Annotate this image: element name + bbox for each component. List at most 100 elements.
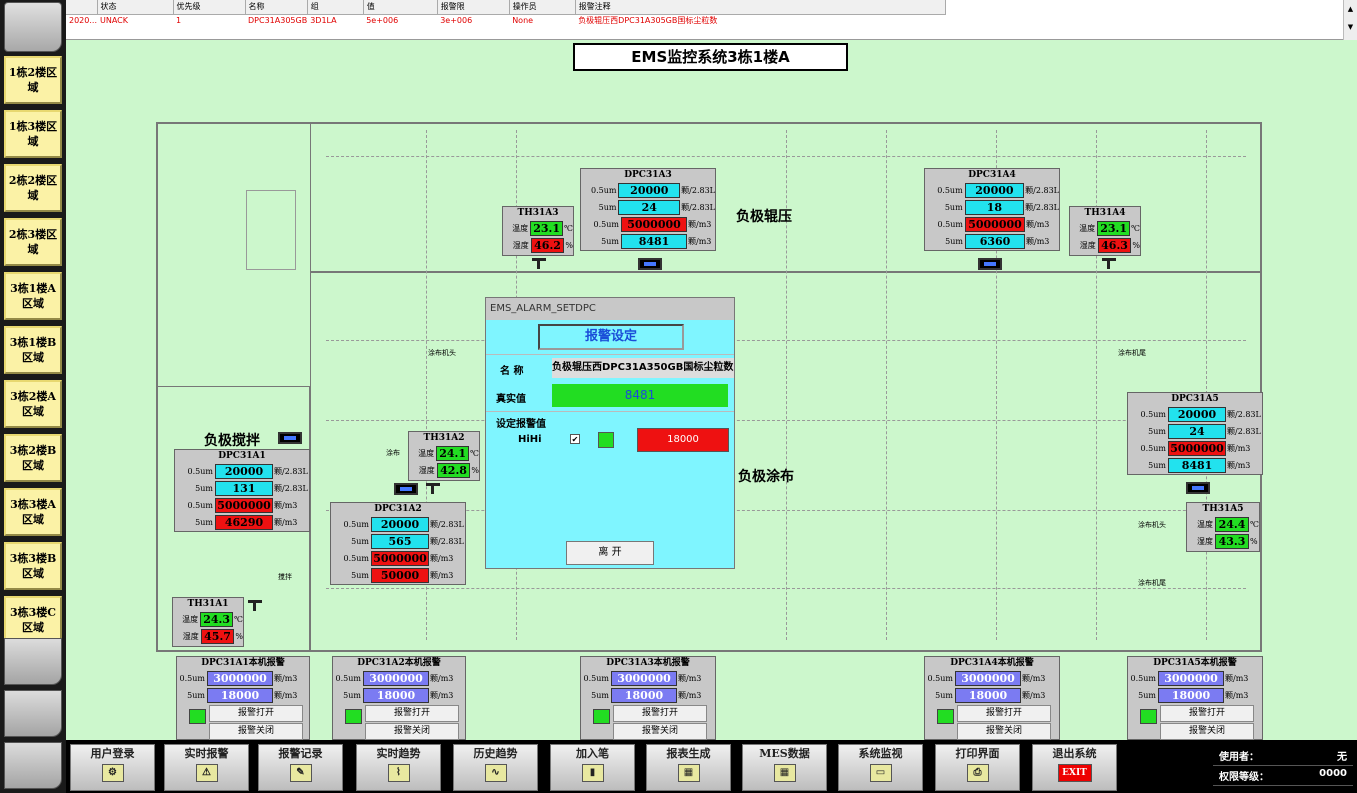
alarm-open-button[interactable]: 报警打开 bbox=[365, 705, 459, 722]
report-button[interactable]: 报表生成▦ bbox=[646, 744, 731, 791]
value-box[interactable]: 565 bbox=[371, 534, 429, 549]
alarm-limit-hihi[interactable]: 3000000 bbox=[363, 671, 429, 686]
value-box[interactable]: 6360 bbox=[965, 234, 1025, 249]
alarm-limit-hi[interactable]: 18000 bbox=[611, 688, 677, 703]
value-box[interactable]: 20000 bbox=[964, 183, 1025, 198]
value-box[interactable]: 5000000 bbox=[965, 217, 1025, 232]
temp-value[interactable]: 24.4 bbox=[1215, 517, 1249, 532]
alarm-open-button[interactable]: 报警打开 bbox=[957, 705, 1051, 722]
alarm-limit-hi[interactable]: 18000 bbox=[207, 688, 273, 703]
value-box[interactable]: 20000 bbox=[1168, 407, 1226, 422]
nav-2d2l[interactable]: 2栋2楼区域 bbox=[4, 164, 62, 212]
col-limit[interactable]: 报警限 bbox=[437, 0, 510, 15]
nav-3d1lb[interactable]: 3栋1楼B区域 bbox=[4, 326, 62, 374]
counter-device-icon[interactable] bbox=[1186, 482, 1210, 494]
col-priority[interactable]: 优先级 bbox=[173, 0, 246, 15]
nav-3d1la[interactable]: 3栋1楼A区域 bbox=[4, 272, 62, 320]
leave-button[interactable]: 离 开 bbox=[566, 541, 654, 565]
counter-device-icon[interactable] bbox=[978, 258, 1002, 270]
value-box[interactable]: 131 bbox=[215, 481, 273, 496]
alarm-limit-hihi[interactable]: 3000000 bbox=[611, 671, 677, 686]
value-box[interactable]: 8481 bbox=[621, 234, 687, 249]
alarm-close-button[interactable]: 报警关闭 bbox=[613, 723, 707, 740]
alarm-limit-hihi[interactable]: 3000000 bbox=[1158, 671, 1224, 686]
nav-blank-2[interactable] bbox=[4, 690, 62, 737]
alarm-limit-hihi[interactable]: 3000000 bbox=[955, 671, 1021, 686]
value-box[interactable]: 8481 bbox=[1168, 458, 1226, 473]
nav-3d2la[interactable]: 3栋2楼A区域 bbox=[4, 380, 62, 428]
value-box[interactable]: 5000000 bbox=[1168, 441, 1226, 456]
value-box[interactable]: 18 bbox=[964, 200, 1025, 215]
temp-value[interactable]: 24.3 bbox=[200, 612, 234, 627]
alarm-open-button[interactable]: 报警打开 bbox=[209, 705, 303, 722]
alarm-close-button[interactable]: 报警关闭 bbox=[365, 723, 459, 740]
table-row[interactable]: 2020... UNACK 1 DPC31A305GB 3D1LA 5e+006… bbox=[66, 14, 945, 26]
counter-device-icon[interactable] bbox=[278, 432, 302, 444]
nav-3d3lc[interactable]: 3栋3楼C区域 bbox=[4, 596, 62, 644]
value-box[interactable]: 46290 bbox=[215, 515, 273, 530]
alarm-open-button[interactable]: 报警打开 bbox=[613, 705, 707, 722]
col-name[interactable]: 名称 bbox=[245, 0, 308, 15]
nav-1d3l[interactable]: 1栋3楼区域 bbox=[4, 110, 62, 158]
temp-value[interactable]: 23.1 bbox=[1097, 221, 1131, 236]
value-box[interactable]: 20000 bbox=[618, 183, 681, 198]
alarm-limit-hi[interactable]: 18000 bbox=[363, 688, 429, 703]
col-value[interactable]: 值 bbox=[363, 0, 438, 15]
alarm-limit-hihi[interactable]: 3000000 bbox=[207, 671, 273, 686]
system-monitor-button[interactable]: 系统监视▭ bbox=[838, 744, 923, 791]
value-box[interactable]: 24 bbox=[1168, 424, 1226, 439]
alarm-limit-hi[interactable]: 18000 bbox=[955, 688, 1021, 703]
col-group[interactable]: 组 bbox=[307, 0, 364, 15]
alarm-record-button[interactable]: 报警记录✎ bbox=[258, 744, 343, 791]
counter-device-icon[interactable] bbox=[638, 258, 662, 270]
humidity-value[interactable]: 42.8 bbox=[436, 463, 471, 478]
counter-device-icon[interactable] bbox=[394, 483, 418, 495]
realtime-trend-button[interactable]: 实时趋势⌇ bbox=[356, 744, 441, 791]
nav-blank-3[interactable] bbox=[4, 742, 62, 789]
humidity-value[interactable]: 43.3 bbox=[1215, 534, 1249, 549]
temp-value[interactable]: 23.1 bbox=[530, 221, 564, 236]
unit-label: 颗/2.83L bbox=[1227, 410, 1261, 419]
nav-top-button[interactable] bbox=[4, 2, 62, 52]
col-operator[interactable]: 操作员 bbox=[509, 0, 576, 15]
value-box[interactable]: 5000000 bbox=[215, 498, 273, 513]
value-box[interactable]: 50000 bbox=[371, 568, 429, 583]
value-box[interactable]: 5000000 bbox=[621, 217, 687, 232]
nav-3d2lb[interactable]: 3栋2楼B区域 bbox=[4, 434, 62, 482]
value-box[interactable]: 20000 bbox=[371, 517, 429, 532]
dialog-title[interactable]: EMS_ALARM_SETDPC bbox=[486, 298, 734, 320]
history-trend-button[interactable]: 历史趋势∿ bbox=[453, 744, 538, 791]
nav-3d3lb[interactable]: 3栋3楼B区域 bbox=[4, 542, 62, 590]
mes-data-button[interactable]: MES数据▦ bbox=[742, 744, 827, 791]
temp-value[interactable]: 24.1 bbox=[436, 446, 470, 461]
add-pen-button[interactable]: 加入笔▮ bbox=[550, 744, 635, 791]
scroll-down-icon[interactable]: ▼ bbox=[1347, 23, 1354, 31]
nav-3d3la[interactable]: 3栋3楼A区域 bbox=[4, 488, 62, 536]
col-status[interactable]: 状态 bbox=[97, 0, 174, 15]
value-box[interactable]: 24 bbox=[618, 200, 681, 215]
nav-2d3l[interactable]: 2栋3楼区域 bbox=[4, 218, 62, 266]
user-login-button[interactable]: 用户登录⚙ bbox=[70, 744, 155, 791]
alarm-limit-hi[interactable]: 18000 bbox=[1158, 688, 1224, 703]
alarm-list[interactable]: 状态 优先级 名称 组 值 报警限 操作员 报警注释 2020... UNACK… bbox=[66, 0, 1357, 40]
col-comment[interactable]: 报警注释 bbox=[575, 0, 946, 15]
scroll-up-icon[interactable]: ▲ bbox=[1347, 5, 1354, 13]
realtime-alarm-button[interactable]: 实时报警⚠ bbox=[164, 744, 249, 791]
hihi-limit-input[interactable]: 18000 bbox=[637, 428, 729, 452]
alarm-setting-dialog[interactable]: EMS_ALARM_SETDPC 报警设定 名 称 负极辊压西DPC31A350… bbox=[485, 297, 735, 569]
alarm-open-button[interactable]: 报警打开 bbox=[1160, 705, 1254, 722]
nav-1d2l[interactable]: 1栋2楼区域 bbox=[4, 56, 62, 104]
print-screen-button[interactable]: 打印界面⎙ bbox=[935, 744, 1020, 791]
humidity-value[interactable]: 46.2 bbox=[530, 238, 565, 253]
alarm-close-button[interactable]: 报警关闭 bbox=[209, 723, 303, 740]
alarm-close-button[interactable]: 报警关闭 bbox=[957, 723, 1051, 740]
value-box[interactable]: 20000 bbox=[215, 464, 273, 479]
alarm-scrollbar[interactable]: ▲▼ bbox=[1343, 0, 1357, 40]
humidity-value[interactable]: 45.7 bbox=[200, 629, 235, 644]
hihi-enable-checkbox[interactable]: ✔ bbox=[570, 434, 580, 444]
nav-blank-1[interactable] bbox=[4, 638, 62, 685]
value-box[interactable]: 5000000 bbox=[371, 551, 429, 566]
humidity-value[interactable]: 46.3 bbox=[1097, 238, 1132, 253]
alarm-close-button[interactable]: 报警关闭 bbox=[1160, 723, 1254, 740]
